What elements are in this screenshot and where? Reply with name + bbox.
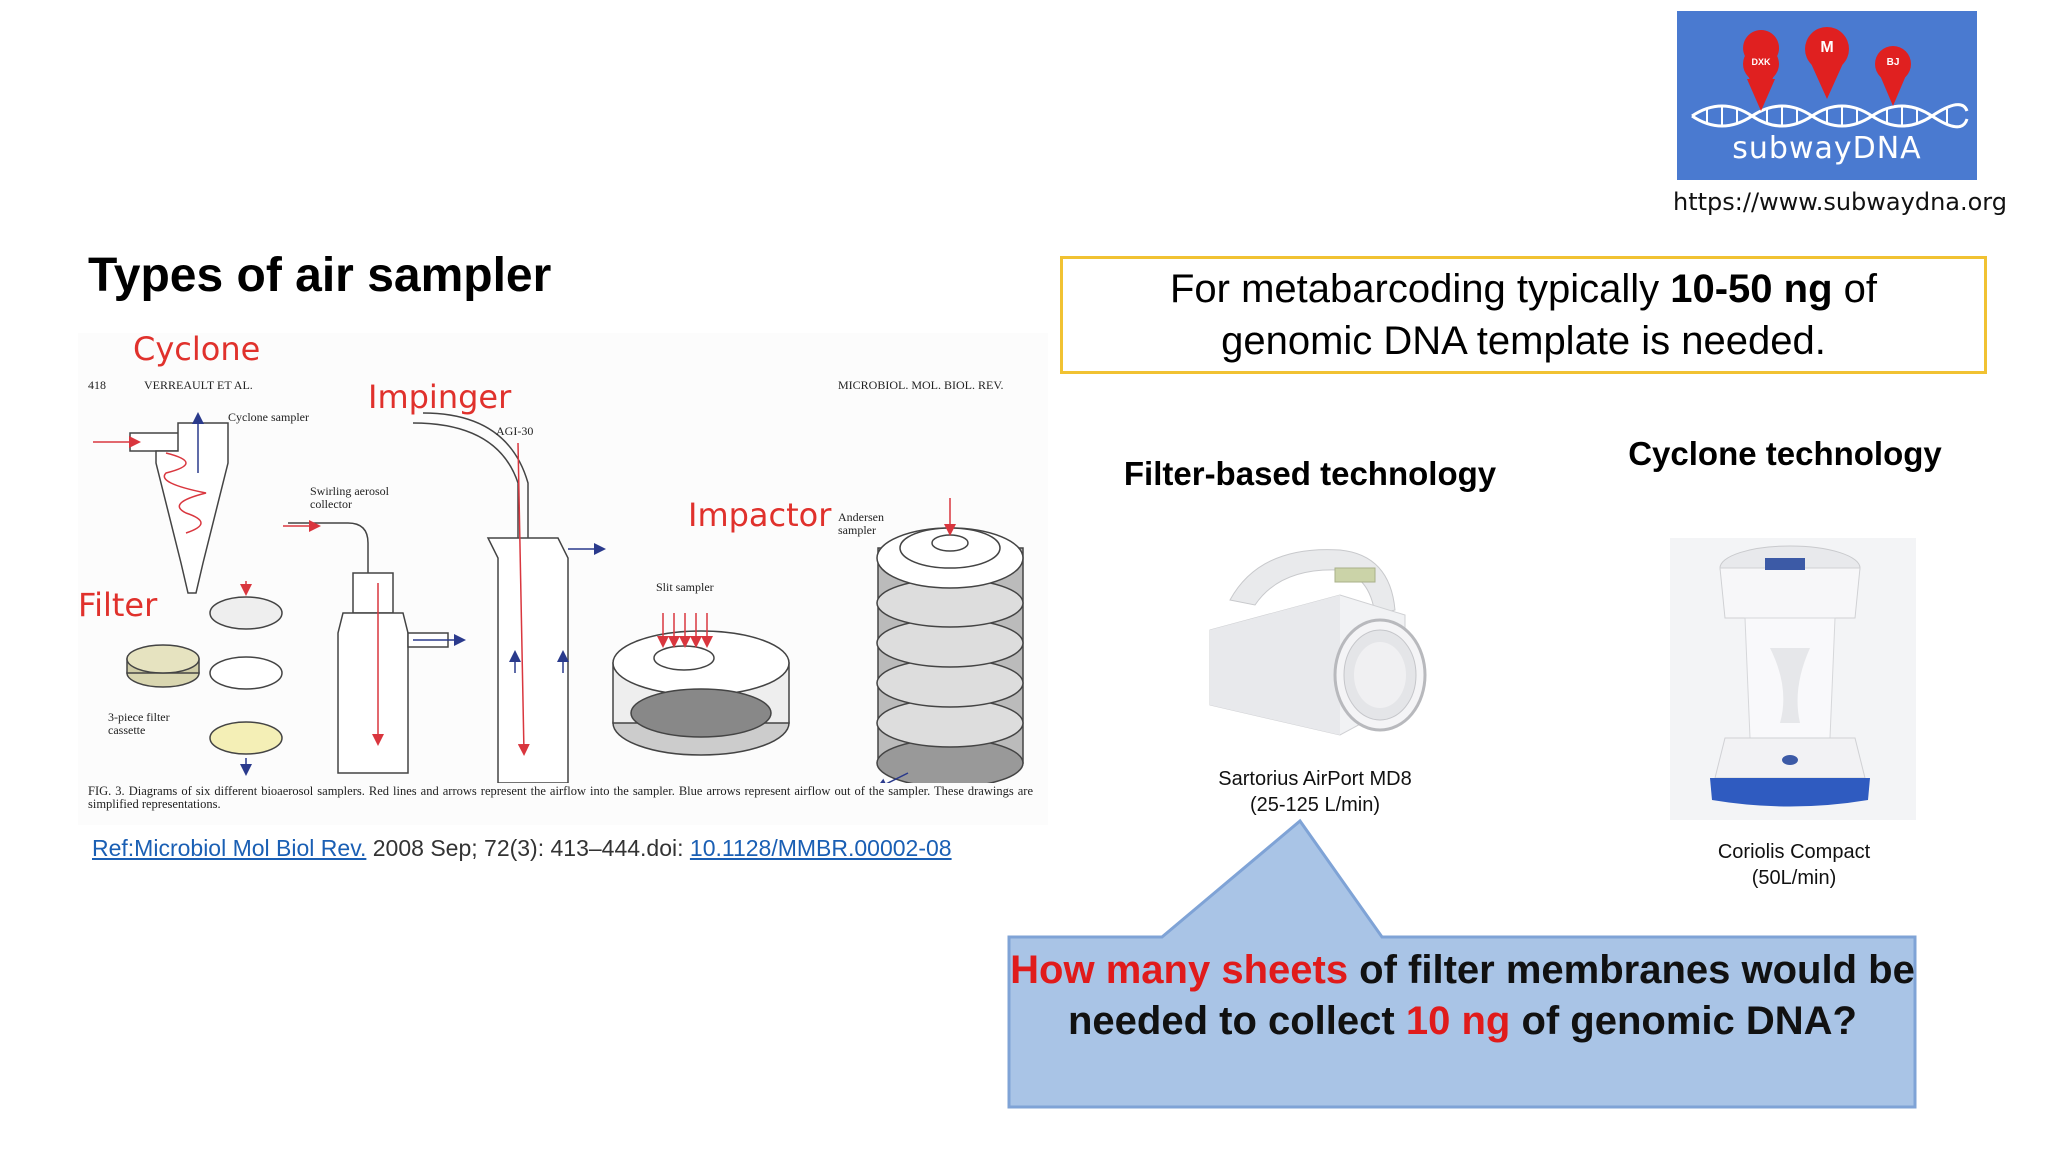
info-line-1: For metabarcoding typically 10-50 ng of — [1063, 263, 1984, 315]
logo-wordmark: subwayDNA — [1732, 131, 1922, 166]
question-highlight-sheets: How many sheets — [1010, 948, 1349, 992]
question-highlight-amount: 10 ng — [1405, 999, 1511, 1043]
label-swirling-collector: Swirling aerosol collector — [310, 484, 389, 511]
sampler-diagrams — [93, 412, 1024, 783]
label-filter: Filter — [78, 586, 158, 624]
figure-authors: VERREAULT ET AL. — [144, 378, 253, 392]
section-title: Types of air sampler — [88, 249, 552, 302]
figure-journal: MICROBIOL. MOL. BIOL. REV. — [838, 378, 1004, 392]
info-text: For metabarcoding typically — [1170, 267, 1671, 311]
label-impactor: Impactor — [688, 496, 832, 534]
label-filter-cassette: 3-piece filter cassette — [108, 710, 170, 737]
info-amount: 10-50 ng — [1670, 267, 1833, 311]
pin-label-m: M — [1820, 39, 1834, 56]
sartorius-airport-image — [1190, 540, 1430, 740]
filter-device-caption: Sartorius AirPort MD8 (25-125 L/min) — [1165, 766, 1465, 818]
cyclone-sampler-diagram — [93, 412, 229, 594]
label-agi30: AGI-30 — [496, 424, 534, 438]
info-box: For metabarcoding typically 10-50 ng of … — [1060, 256, 1987, 374]
label-cyclone: Cyclone — [133, 330, 261, 368]
filter-cassette-diagram — [126, 581, 283, 776]
cyclone-device-name: Coriolis Compact — [1717, 841, 1871, 863]
sampler-figure: 418 VERREAULT ET AL. MICROBIOL. MOL. BIO… — [78, 333, 1048, 825]
question-text: How many sheets of filter membranes woul… — [1010, 945, 1915, 1047]
info-line-2: genomic DNA template is needed. — [1221, 319, 1826, 363]
reference-line: Ref:Microbiol Mol Biol Rev. 2008 Sep; 72… — [92, 835, 952, 862]
cyclone-device-caption: Coriolis Compact (50L/min) — [1680, 839, 1908, 891]
question-text-1: of filter membranes would be needed to c… — [1067, 948, 1915, 1043]
swirling-collector-diagram — [283, 520, 466, 774]
label-impinger: Impinger — [368, 378, 512, 416]
reference-journal-link[interactable]: Ref:Microbiol Mol Biol Rev. — [92, 835, 367, 861]
filter-device-name: Sartorius AirPort MD8 — [1218, 768, 1412, 790]
reference-details: 2008 Sep; 72(3): 413–444.doi: — [366, 835, 690, 861]
question-text-2: of genomic DNA? — [1510, 999, 1857, 1043]
figure-caption: FIG. 3. Diagrams of six different bioaer… — [88, 784, 1033, 811]
reference-doi-link[interactable]: 10.1128/MMBR.00002-08 — [689, 835, 952, 861]
andersen-impactor-diagram — [875, 498, 1024, 783]
site-url[interactable]: https://www.subwaydna.org — [1673, 188, 2007, 216]
coriolis-compact-image — [1670, 538, 1916, 820]
info-text-after: of — [1832, 267, 1877, 311]
subwaydna-logo: DXK M BJ subwayDNA — [1677, 11, 1977, 180]
figure-page-number: 418 — [88, 378, 106, 392]
filter-technology-heading: Filter-based technology — [1123, 455, 1497, 492]
cyclone-technology-heading: Cyclone technology — [1628, 435, 1942, 472]
label-cyclone-sampler: Cyclone sampler — [228, 410, 309, 424]
question-callout — [1006, 818, 1978, 1110]
impinger-diagram — [412, 412, 606, 783]
filter-device-rate: (25-125 L/min) — [1249, 794, 1381, 816]
pin-label-bj: BJ — [1886, 57, 1900, 68]
cyclone-device-rate: (50L/min) — [1751, 867, 1837, 889]
label-slit-sampler: Slit sampler — [656, 580, 714, 594]
pin-label-dxk: DXK — [1751, 57, 1771, 67]
slit-sampler-diagram — [612, 613, 790, 756]
map-pin-icon — [1691, 27, 1969, 129]
label-andersen-sampler: Andersen sampler — [838, 510, 884, 537]
